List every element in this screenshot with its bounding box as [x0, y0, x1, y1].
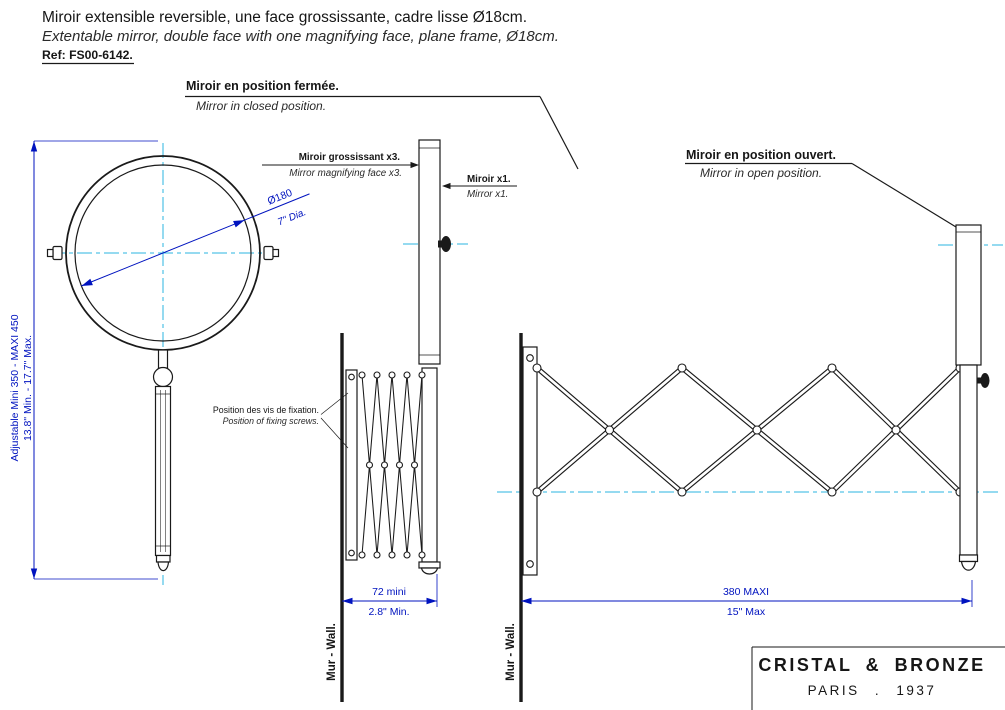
dimension-open-in: 15" Max [727, 606, 766, 618]
dimension-diameter-in: 7" Dia. [276, 207, 308, 228]
closed-depth-dimension: 72 mini 2.8" Min. [342, 574, 438, 618]
dimension-diameter-mm: Ø180 [266, 187, 294, 208]
tightening-knob-open [977, 373, 990, 388]
side-pivot-left [46, 245, 63, 261]
label-screws-en: Position of fixing screws. [223, 416, 319, 426]
wall-plate-closed [345, 369, 358, 561]
label-plain-en: Mirror x1. [467, 189, 508, 200]
header: Miroir extensible reversible, une face g… [42, 9, 559, 62]
label-magnify-fr: Miroir grossissant x3. [299, 152, 401, 163]
label-closed-fr: Miroir en position fermée. [186, 79, 339, 93]
tightening-knob-closed [438, 236, 451, 252]
handle-finial-open [958, 554, 979, 563]
fixing-screw [348, 373, 355, 381]
arm-rail-closed [421, 367, 438, 563]
dimension-height-in: 13.8" Min. - 17.7" Max. [22, 335, 34, 441]
side-view-closed [340, 139, 451, 702]
wall-plate-open [522, 346, 538, 576]
label-plain-fr: Miroir x1. [467, 174, 511, 185]
dimension-height-mm: Adjustable Mini 350 - MAXI 450 [9, 314, 21, 461]
label-wall-middle: Mur - Wall. [326, 623, 338, 681]
open-depth-dimension: 380 MAXI 15" Max [521, 580, 973, 618]
foot-closed [418, 561, 441, 569]
title-line-fr: Miroir extensible reversible, une face g… [42, 9, 527, 26]
handle [152, 349, 174, 572]
dimension-open-mm: 380 MAXI [723, 586, 769, 598]
leader-lines [42, 62, 957, 449]
fixing-screw [526, 560, 534, 568]
label-open-fr: Miroir en position ouvert. [686, 148, 836, 162]
height-dimension: Adjustable Mini 350 - MAXI 450 13.8" Min… [9, 140, 158, 580]
reference-number: Ref: FS00-6142. [42, 48, 133, 62]
handle-finial [155, 554, 171, 563]
title-line-en: Extentable mirror, double face with one … [42, 28, 559, 45]
extended-pivots [532, 363, 965, 497]
brand-origin: PARIS . 1937 [808, 683, 937, 698]
fixing-screw [348, 549, 355, 557]
fixing-screw [526, 354, 534, 362]
side-pivot-right [263, 245, 280, 261]
label-closed-en: Mirror in closed position. [196, 99, 326, 113]
mirror-bar-open [955, 224, 990, 571]
mirror-bar-closed [418, 139, 441, 365]
brand-name: CRISTAL & BRONZE [758, 655, 985, 675]
label-wall-right: Mur - Wall. [505, 623, 517, 681]
scissor-extended [532, 363, 965, 497]
label-magnify-en: Mirror magnifying face x3. [289, 168, 402, 179]
scissor-folded [345, 367, 441, 575]
front-view [46, 155, 280, 572]
dimension-closed-mm: 72 mini [372, 586, 406, 598]
title-block: CRISTAL & BRONZE PARIS . 1937 [751, 646, 1005, 710]
ball-joint [152, 366, 174, 388]
diameter-dimension: Ø180 7" Dia. [81, 187, 310, 287]
side-view-open [519, 224, 990, 702]
dimension-closed-in: 2.8" Min. [368, 606, 409, 618]
mirror-inner-frame [74, 164, 252, 342]
label-open-en: Mirror in open position. [700, 166, 822, 180]
folded-pivots [358, 371, 426, 559]
label-screws-fr: Position des vis de fixation. [213, 405, 319, 415]
